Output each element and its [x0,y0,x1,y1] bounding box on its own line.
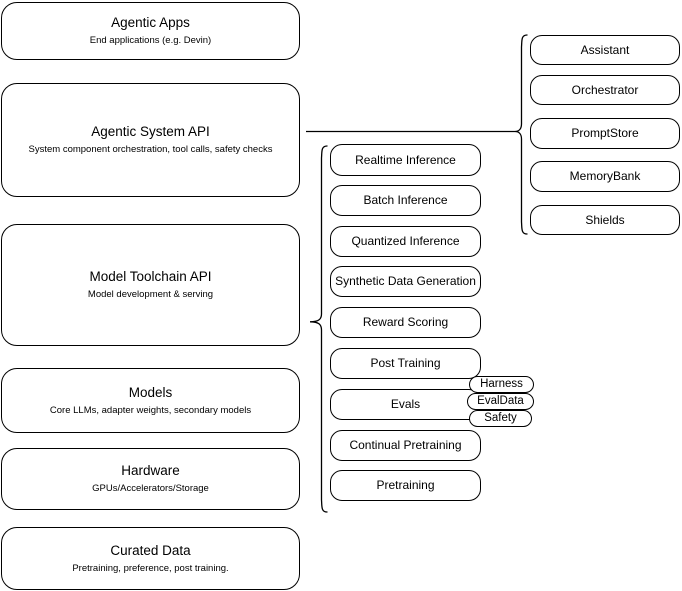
toolchain-item-label: Continual Pretraining [349,438,462,452]
layer-subtitle: Core LLMs, adapter weights, secondary mo… [49,404,252,416]
layer-hardware[interactable]: Hardware GPUs/Accelerators/Storage [1,448,300,510]
layer-subtitle: System component orchestration, tool cal… [28,144,273,155]
toolchain-item-label: Pretraining [376,478,435,492]
toolchain-item-label: Quantized Inference [351,234,460,248]
layer-subtitle: End applications (e.g. Devin) [89,35,212,46]
system-item-label: Assistant [580,42,630,57]
layer-subtitle: Model development & serving [87,289,214,300]
toolchain-item-pretraining[interactable]: Pretraining [330,470,481,501]
toolchain-item-label: Synthetic Data Generation [335,274,476,288]
toolchain-item-evals[interactable]: Evals [330,389,481,420]
layer-title: Model Toolchain API [89,269,212,284]
toolchain-item-quantized-inference[interactable]: Quantized Inference [330,226,481,257]
toolchain-item-label: Evals [390,397,421,411]
toolchain-item-reward-scoring[interactable]: Reward Scoring [330,307,481,338]
layer-title: Agentic Apps [111,15,190,30]
evals-badge-harness[interactable]: Harness [469,376,534,393]
toolchain-item-synthetic-data-generation[interactable]: Synthetic Data Generation [330,266,481,297]
evals-badge-label: EvalData [477,395,524,407]
layer-title: Curated Data [110,542,191,558]
system-item-orchestrator[interactable]: Orchestrator [530,75,680,105]
toolchain-item-label: Post Training [370,356,441,370]
system-item-assistant[interactable]: Assistant [530,35,680,65]
evals-badge-safety[interactable]: Safety [469,410,532,427]
layer-subtitle: Pretraining, preference, post training. [72,562,229,574]
brace-toolchain-components [309,145,328,513]
brace-system-components [514,34,528,235]
toolchain-item-batch-inference[interactable]: Batch Inference [330,185,481,216]
system-item-memorybank[interactable]: MemoryBank [530,161,680,192]
toolchain-item-continual-pretraining[interactable]: Continual Pretraining [330,430,481,461]
layer-models[interactable]: Models Core LLMs, adapter weights, secon… [1,368,300,433]
system-item-label: Orchestrator [571,82,639,97]
evals-badge-label: Safety [484,412,517,424]
toolchain-item-label: Realtime Inference [355,152,456,167]
toolchain-item-label: Reward Scoring [362,315,449,329]
toolchain-item-realtime-inference[interactable]: Realtime Inference [330,144,481,176]
evals-badge-evaldata[interactable]: EvalData [467,393,534,410]
system-item-label: Shields [585,212,625,227]
layer-curated-data[interactable]: Curated Data Pretraining, preference, po… [1,527,300,590]
layer-subtitle: GPUs/Accelerators/Storage [92,483,209,494]
layer-agentic-system-api[interactable]: Agentic System API System component orch… [1,83,300,197]
system-item-promptstore[interactable]: PromptStore [530,118,680,149]
layer-model-toolchain-api[interactable]: Model Toolchain API Model development & … [1,224,300,346]
layer-title: Hardware [121,463,180,478]
system-item-label: PromptStore [571,126,639,140]
toolchain-item-post-training[interactable]: Post Training [330,348,481,379]
toolchain-item-label: Batch Inference [363,193,448,207]
evals-badge-label: Harness [480,378,523,390]
layer-title: Models [128,384,173,400]
layer-title: Agentic System API [91,124,210,139]
system-item-label: MemoryBank [569,169,641,183]
layer-agentic-apps[interactable]: Agentic Apps End applications (e.g. Devi… [1,2,300,60]
system-item-shields[interactable]: Shields [530,205,680,235]
